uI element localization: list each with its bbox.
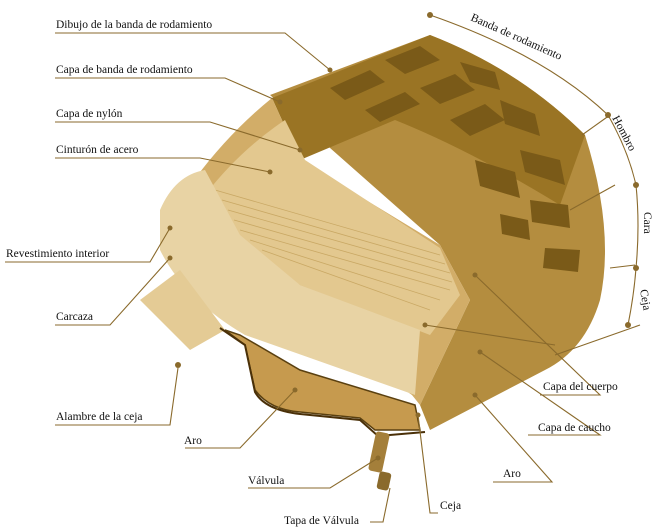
label-carcass: Carcaza <box>56 311 93 323</box>
label-bead-side: Ceja <box>637 288 652 311</box>
label-tread-layer: Capa de banda de rodamiento <box>56 64 193 76</box>
label-valve-cap: Tapa de Válvula <box>284 515 359 527</box>
label-bead-wire: Alambre de la ceja <box>56 411 143 423</box>
label-rim-left: Aro <box>184 435 202 447</box>
label-bead: Ceja <box>440 500 461 512</box>
label-tread-pattern: Dibujo de la banda de rodamiento <box>56 19 212 31</box>
label-inner-liner: Revestimiento interior <box>6 248 109 260</box>
label-rubber-layer: Capa de caucho <box>538 422 611 434</box>
bead-wire-dot <box>175 362 181 368</box>
label-body-layer: Capa del cuerpo <box>543 381 618 393</box>
label-steel-belt: Cinturón de acero <box>56 144 139 156</box>
label-tread-band: Banda de rodamiento <box>469 12 564 63</box>
label-valve: Válvula <box>248 475 284 487</box>
label-face: Cara <box>641 212 653 234</box>
valve-stem <box>368 431 392 491</box>
label-nylon-layer: Capa de nylón <box>56 108 123 120</box>
label-rim-right: Aro <box>503 468 521 480</box>
